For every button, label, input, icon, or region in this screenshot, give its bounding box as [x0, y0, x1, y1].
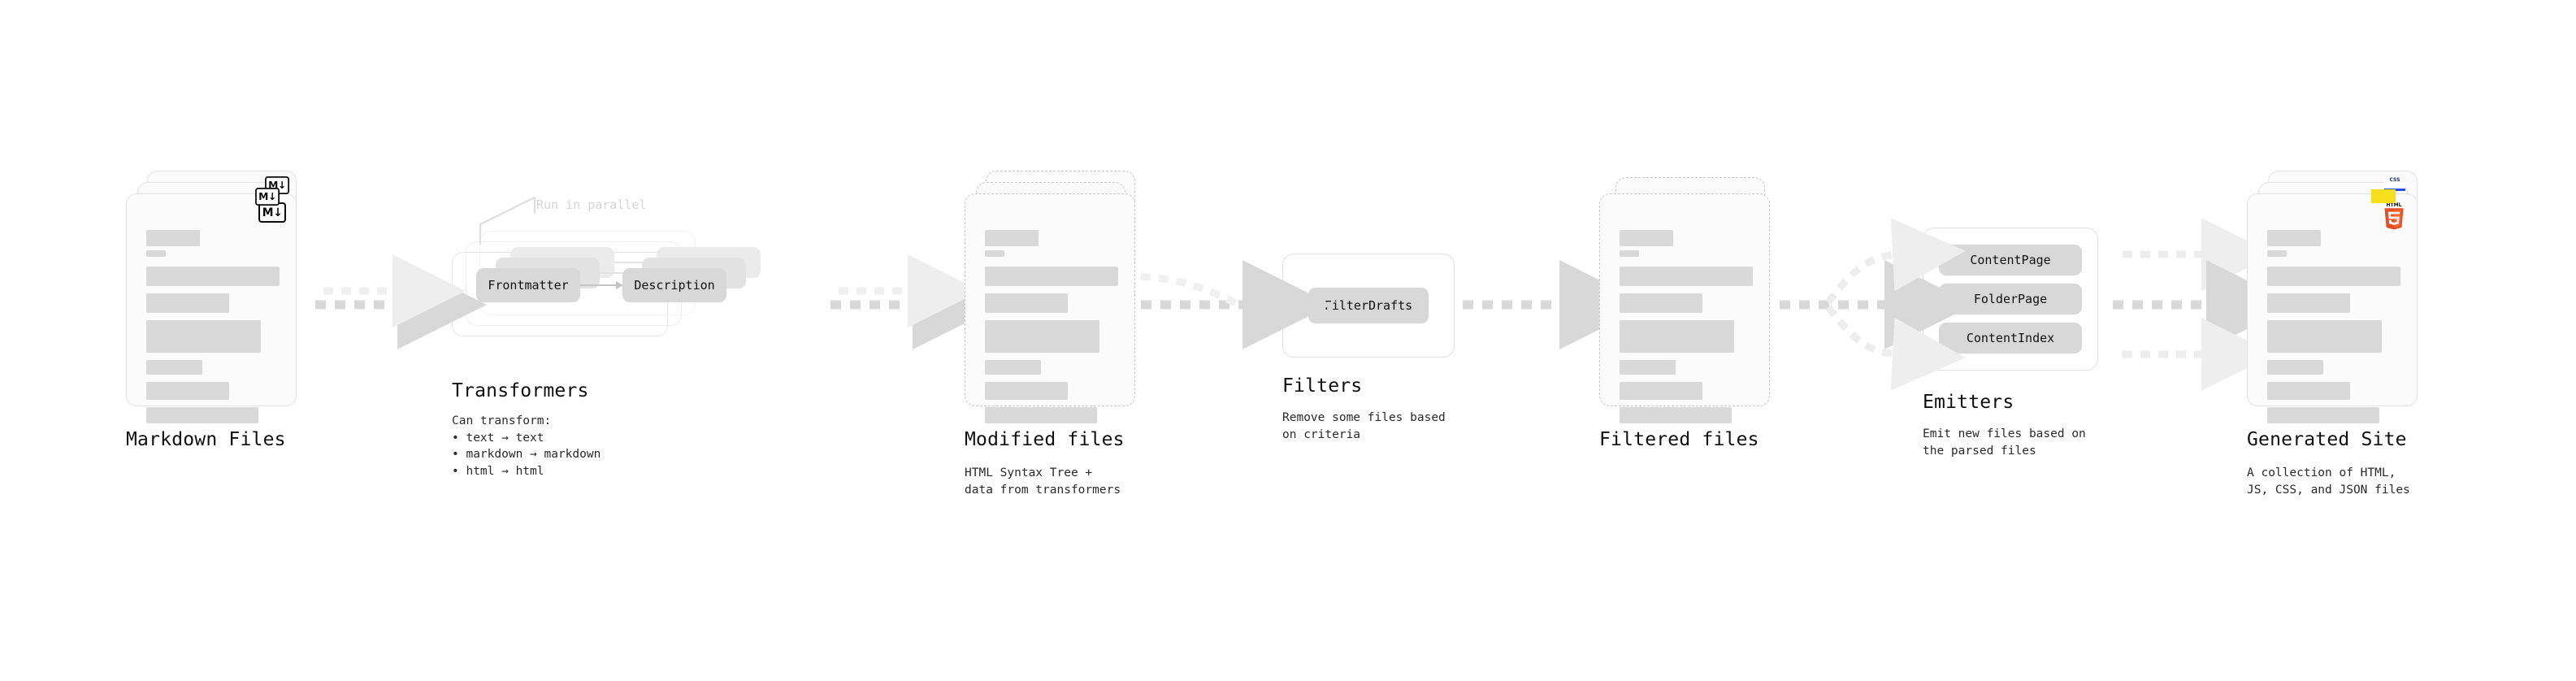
skeleton-heading — [1620, 230, 1673, 246]
markdown-files-title: Markdown Files — [126, 429, 286, 450]
skeleton-line — [146, 320, 262, 353]
filtered-card-stack — [1599, 171, 1770, 423]
stage-transformers: Frontmatter Description — [452, 231, 761, 336]
modified-files-title: Modified files — [965, 429, 1125, 450]
markdown-skeleton-content — [146, 230, 280, 431]
skeleton-subheading — [146, 250, 166, 257]
transform-arrow — [580, 281, 623, 289]
generated-site-title: Generated Site — [2247, 429, 2407, 450]
stage-modified-files — [965, 171, 1135, 423]
site-skeleton-content — [2267, 230, 2400, 431]
pill-description[interactable]: Description — [622, 268, 726, 302]
transformers-layer-stack: Frontmatter Description — [452, 231, 761, 336]
stage-filtered-files — [1599, 171, 1770, 423]
skeleton-line — [1620, 267, 1753, 286]
skeleton-line — [2267, 267, 2400, 286]
pill-filterdrafts[interactable]: FilterDrafts — [1308, 288, 1429, 323]
modified-files-subtitle: HTML Syntax Tree + data from transformer… — [965, 466, 1121, 497]
generated-site-subtitle: A collection of HTML, JS, CSS, and JSON … — [2247, 466, 2410, 497]
skeleton-subheading — [2267, 250, 2287, 257]
skeleton-subheading — [1620, 250, 1639, 257]
filters-subtitle: Remove some files based on criteria — [1282, 411, 1446, 441]
site-card-front: HTML — [2247, 193, 2418, 423]
skeleton-heading — [146, 230, 200, 246]
skeleton-line — [146, 293, 229, 313]
skeleton-line — [146, 382, 229, 400]
skeleton-line — [146, 267, 280, 286]
skeleton-heading — [2267, 230, 2321, 246]
filters-box: FilterDrafts — [1282, 254, 1455, 358]
skeleton-line — [2267, 360, 2323, 375]
skeleton-line — [146, 407, 258, 423]
filtered-files-title: Filtered files — [1599, 429, 1759, 450]
transformers-subtitle: Can transform: • text → text • markdown … — [452, 414, 601, 478]
skeleton-line — [2267, 320, 2383, 353]
skeleton-line — [985, 360, 1041, 375]
pill-folderpage[interactable]: FolderPage — [1939, 284, 2082, 314]
skeleton-line — [985, 382, 1068, 400]
filters-title: Filters — [1282, 375, 1363, 397]
pill-frontmatter[interactable]: Frontmatter — [476, 268, 580, 302]
run-in-parallel-label: Run in parallel — [536, 197, 647, 212]
skeleton-line — [1620, 320, 1735, 353]
stage-generated-site: CSS HTML — [2247, 171, 2418, 423]
skeleton-line — [985, 293, 1068, 313]
emitters-title: Emitters — [1923, 392, 2014, 413]
filtered-card-front — [1599, 193, 1770, 423]
skeleton-line — [2267, 382, 2350, 400]
stage-markdown-files: M↓ M↓ M↓ — [126, 171, 297, 423]
arrow-modified-to-filters-curve — [1140, 272, 1240, 308]
site-card-stack: CSS HTML — [2247, 171, 2418, 423]
transformers-title: Transformers — [452, 380, 589, 401]
skeleton-line — [1620, 360, 1676, 375]
pill-contentpage[interactable]: ContentPage — [1939, 245, 2082, 275]
skeleton-line — [985, 267, 1118, 286]
html5-icon: HTML — [2381, 202, 2407, 235]
emitters-subtitle: Emit new files based on the parsed files — [1923, 427, 2086, 458]
skeleton-line — [2267, 293, 2350, 313]
skeleton-line — [985, 320, 1100, 353]
emitters-box: ContentPage FolderPage ContentIndex — [1923, 228, 2098, 371]
javascript-icon — [2371, 189, 2396, 203]
skeleton-line — [1620, 382, 1702, 400]
arrow-filtered-to-emitters-upper — [1825, 218, 1966, 305]
skeleton-line — [1620, 407, 1732, 423]
filtered-skeleton-content — [1620, 230, 1753, 431]
markdown-icon: M↓ — [258, 202, 286, 223]
skeleton-subheading — [985, 250, 1004, 257]
modified-skeleton-content — [985, 230, 1118, 431]
arrow-filtered-to-emitters-lower — [1825, 305, 1966, 391]
skeleton-line — [146, 360, 202, 375]
pill-contentindex[interactable]: ContentIndex — [1939, 323, 2082, 354]
modified-card-front — [965, 193, 1135, 423]
skeleton-line — [2267, 407, 2379, 423]
skeleton-heading — [985, 230, 1039, 246]
markdown-card-front: M↓ — [126, 193, 297, 423]
svg-text:HTML: HTML — [2387, 202, 2402, 208]
markdown-icon: M↓ — [255, 188, 280, 206]
transformer-pills-layer-1: Frontmatter Description — [476, 268, 726, 302]
markdown-card-stack: M↓ M↓ M↓ — [126, 171, 297, 423]
skeleton-line — [1620, 293, 1702, 313]
modified-card-stack — [965, 171, 1135, 423]
skeleton-line — [985, 407, 1097, 423]
